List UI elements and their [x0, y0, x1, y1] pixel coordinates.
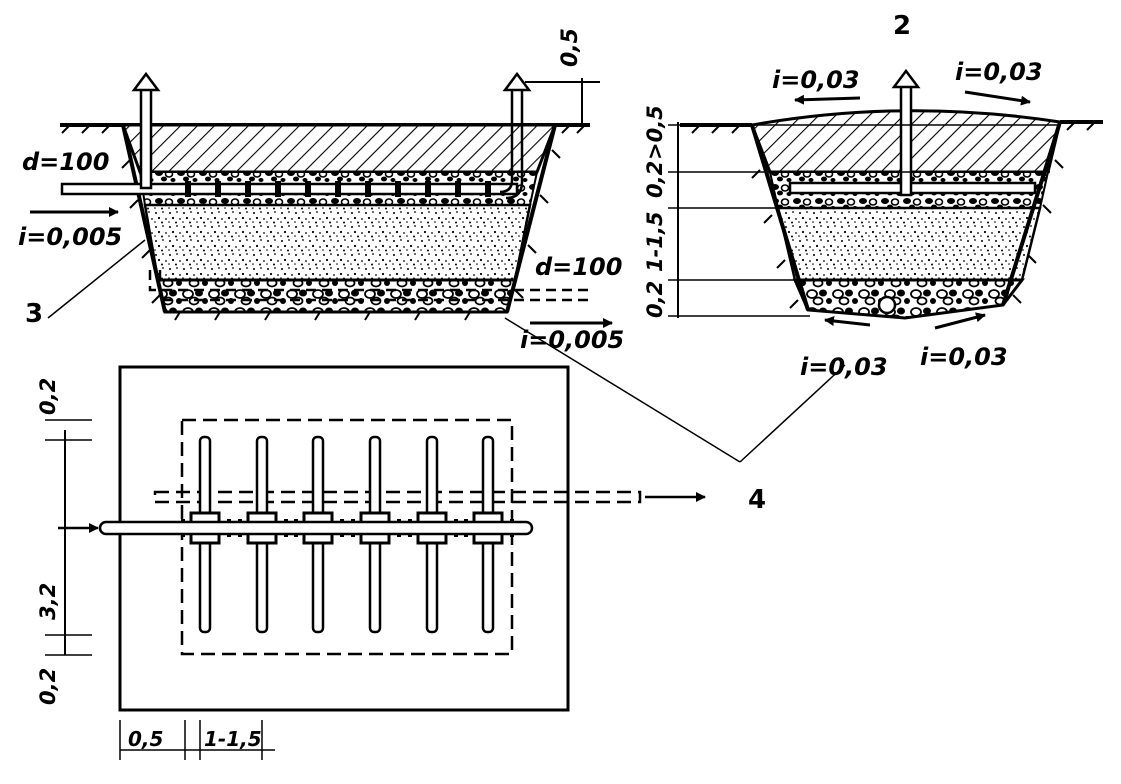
collector-pipe-section: [877, 295, 897, 315]
plan-main-pipe: [98, 520, 534, 536]
label-i-bottom: i=0,005: [520, 326, 624, 354]
dim-bottom-gravel: 0,2: [643, 281, 667, 318]
trench-wall-right: [505, 124, 557, 313]
vent-height-dimension: [525, 78, 600, 125]
collector-pipe-dashed: [148, 270, 590, 302]
longitudinal-section: 0,5 d=100 i=0,005 d=100 i=0,005 3: [18, 28, 624, 354]
cross-sand-layer: [776, 206, 1042, 282]
plan-dim-mid: 3,2: [36, 583, 60, 620]
plan-laterals: [181, 435, 514, 634]
cross-wall-left: [750, 124, 810, 311]
callout-2: 2: [893, 11, 911, 41]
plan-dim-bottom: 0,2: [36, 668, 60, 705]
sand-filter-layer: [143, 203, 532, 282]
cross-wall-right: [1001, 121, 1062, 306]
cross-vent-pipe: [891, 68, 921, 197]
vent-height-label: 0,5: [558, 28, 583, 67]
cross-section: i=0,03 i=0,03 i=0,03 i=0,03 >0,5 0,2 1-1…: [643, 11, 1103, 381]
callout-3-leader: [47, 239, 146, 319]
vent-pipe-right: [499, 71, 532, 200]
distribution-pipe: [60, 181, 519, 197]
dim-sand: 1-1,5: [643, 211, 667, 272]
topsoil-backfill: [120, 123, 558, 174]
label-d-bottom: d=100: [535, 253, 622, 281]
callout-4: 4: [748, 485, 766, 515]
label-i-top: i=0,005: [18, 223, 122, 251]
callout-3: 3: [25, 299, 43, 329]
plan-collector-dashed: [153, 490, 642, 504]
bottom-slope-arrow-right: [934, 312, 986, 330]
callout-4-leaders: [504, 317, 846, 463]
plan-dim-top: 0,2: [36, 378, 60, 415]
label-slope-left: i=0,03: [772, 66, 860, 94]
cross-bottom-gravel: [792, 278, 1026, 320]
dim-top-cover: >0,5: [643, 105, 667, 160]
label-bottom-slope-right: i=0,03: [920, 343, 1008, 371]
trench-wall-left: [121, 124, 167, 313]
label-slope-right: i=0,03: [955, 58, 1043, 86]
plan-dimension-chain: [45, 419, 275, 760]
cross-earth-ticks: [691, 121, 1096, 309]
plan-view: 0,2 3,2 0,2 0,5 1-1,5: [36, 365, 706, 760]
vent-pipe-left: [131, 71, 161, 190]
slope-arrow-right: [964, 90, 1031, 106]
dim-distribution: 0,2: [643, 161, 667, 198]
plan-lateral-4: [351, 435, 401, 634]
bottom-gravel-layer: [156, 278, 517, 314]
slope-arrow-left: [794, 94, 861, 105]
cross-distribution-pipe: [788, 181, 1037, 195]
bottom-slope-arrow-left: [824, 316, 871, 327]
label-d-top: d=100: [22, 148, 109, 176]
dimension-chain: [668, 122, 1060, 318]
plan-dim-right: 1-1,5: [204, 727, 262, 751]
earth-ticks: [61, 124, 586, 321]
plan-dim-left: 0,5: [128, 727, 163, 751]
